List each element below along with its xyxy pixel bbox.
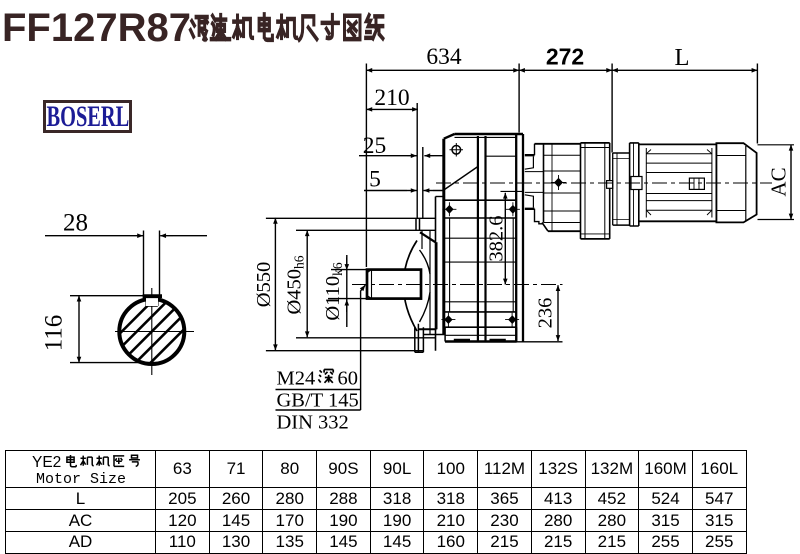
- svg-text:634: 634: [426, 44, 462, 70]
- svg-text:272: 272: [546, 44, 584, 70]
- svg-text:28: 28: [63, 210, 88, 237]
- svg-text:236: 236: [535, 298, 557, 329]
- svg-text:GB/T 145: GB/T 145: [277, 390, 359, 412]
- svg-text:Ø550: Ø550: [253, 262, 275, 308]
- svg-text:AC: AC: [767, 167, 791, 196]
- svg-text:25: 25: [363, 133, 387, 159]
- svg-text:M24: M24: [277, 368, 316, 390]
- svg-text:382.6: 382.6: [485, 215, 507, 261]
- svg-text:FF127R87: FF127R87: [2, 6, 191, 50]
- svg-text:Ø450h6: Ø450h6: [284, 255, 307, 314]
- svg-text:5: 5: [369, 167, 381, 193]
- svg-text:Motor Size: Motor Size: [35, 471, 125, 487]
- svg-text:YE2: YE2: [32, 454, 61, 471]
- svg-text:116: 116: [41, 315, 68, 352]
- svg-text:DIN 332: DIN 332: [277, 412, 349, 434]
- svg-text:Ø110k6: Ø110k6: [322, 262, 345, 321]
- svg-text:60: 60: [338, 368, 359, 390]
- svg-text:210: 210: [374, 85, 409, 111]
- svg-text:L: L: [675, 44, 690, 71]
